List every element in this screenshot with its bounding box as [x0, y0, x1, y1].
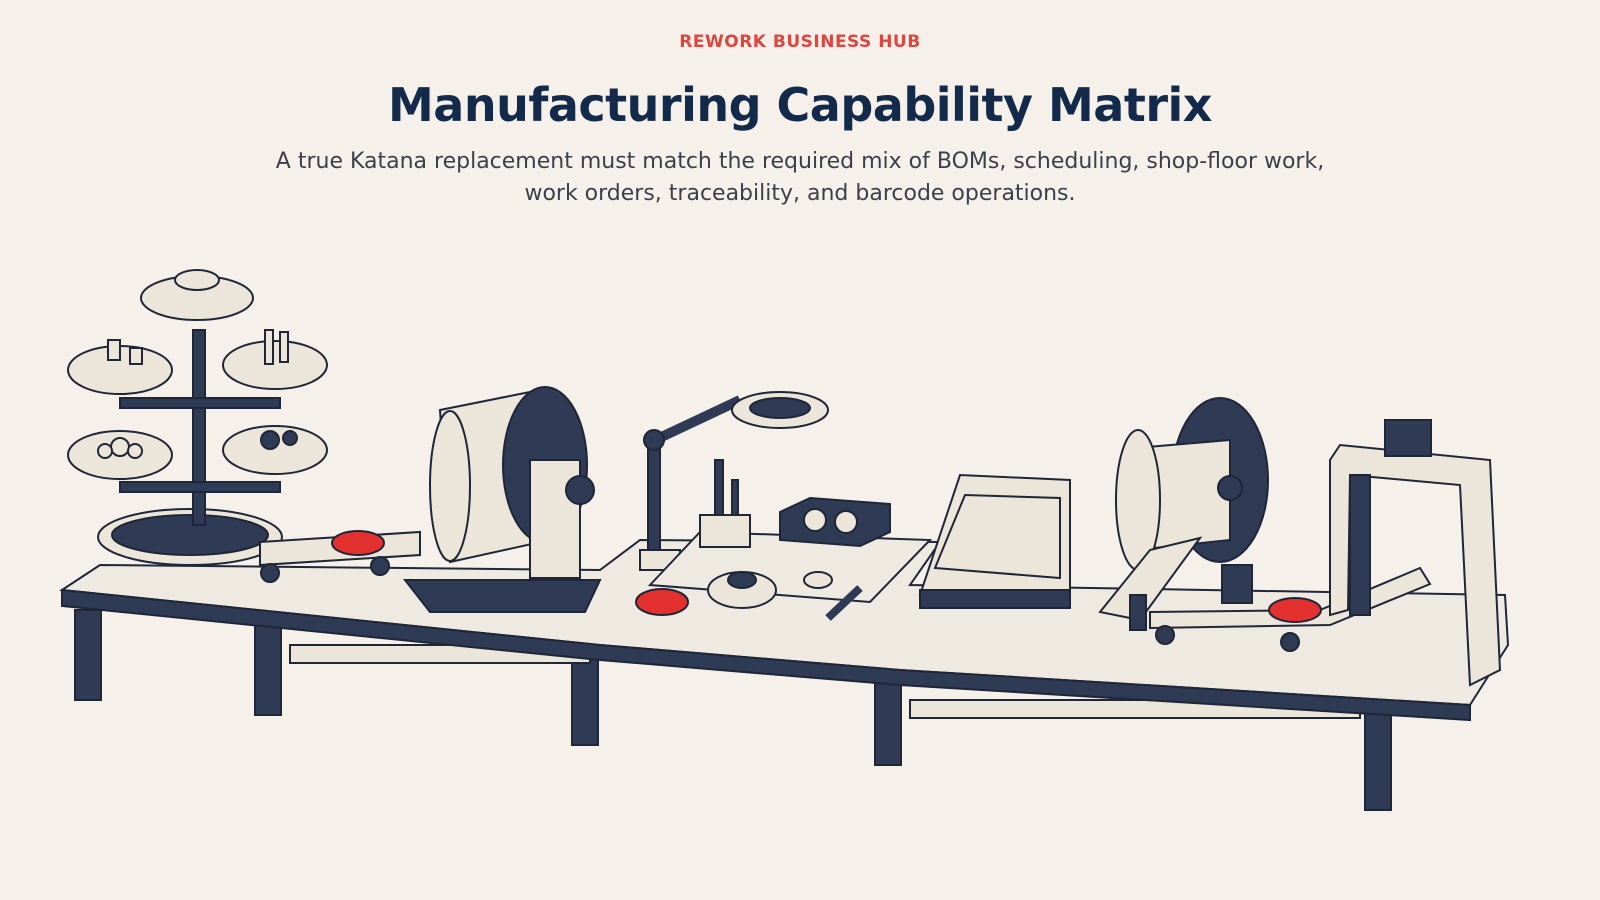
- barcode-gantry: [1329, 419, 1502, 687]
- scanner-station: [918, 473, 1071, 609]
- page-title: Manufacturing Capability Matrix: [388, 78, 1212, 132]
- parts-carousel: [67, 269, 328, 566]
- magnifier-lamp: [639, 391, 829, 571]
- assembly-tray: [635, 459, 933, 621]
- label-spool: [1098, 397, 1269, 631]
- conveyor-left: [259, 530, 421, 583]
- spool-drum: [402, 386, 602, 613]
- page-subtitle: A true Katana replacement must match the…: [275, 149, 1325, 206]
- output-conveyor: [1149, 566, 1432, 652]
- eyebrow-label: REWORK BUSINESS HUB: [679, 32, 921, 52]
- factory-workbench-illustration: .n { fill: #2f3a55; stroke: #1f2638; str…: [59, 269, 1510, 811]
